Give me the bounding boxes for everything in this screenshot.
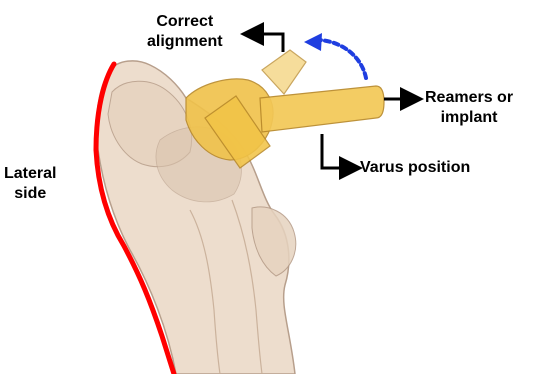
label-varus-position: Varus position — [360, 158, 470, 178]
implant — [186, 50, 384, 168]
label-reamers-line1: Reamers or — [425, 88, 513, 108]
label-lateral-side-line1: Lateral — [4, 164, 56, 184]
implant-stem-correct — [262, 50, 306, 94]
label-reamers-line2: implant — [425, 108, 513, 128]
label-lateral-side: Lateral side — [4, 164, 56, 204]
rotation-arrow — [304, 33, 366, 78]
label-reamers-or-implant: Reamers or implant — [425, 88, 513, 128]
label-correct-alignment-line1: Correct — [147, 12, 223, 32]
varus-position-arrow — [322, 134, 351, 168]
label-lateral-side-line2: side — [4, 184, 56, 204]
label-correct-alignment: Correct alignment — [147, 12, 223, 52]
label-correct-alignment-line2: alignment — [147, 32, 223, 52]
implant-stem-horizontal — [260, 86, 384, 132]
correct-alignment-arrow — [252, 34, 283, 52]
